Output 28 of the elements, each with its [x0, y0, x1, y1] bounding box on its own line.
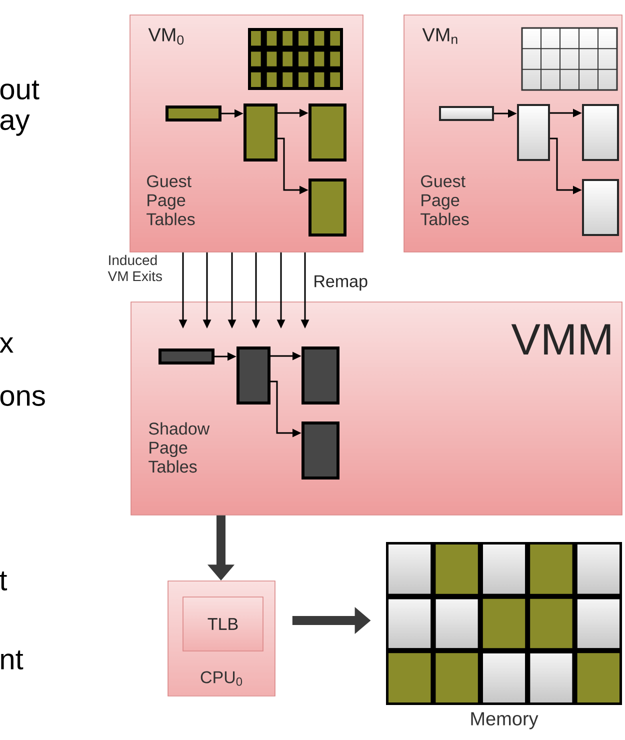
tlb-box: TLB	[182, 596, 264, 652]
text-fragment: ons	[0, 390, 45, 406]
text-fragment: t	[0, 572, 8, 590]
page-table-box	[236, 346, 270, 404]
page-table-box	[166, 106, 222, 122]
page-table-box	[302, 422, 340, 480]
table-caption: Guest Page Tables	[146, 175, 195, 226]
text-fragment: out	[0, 80, 40, 100]
text-fragment: nt	[1, 650, 24, 670]
table-caption: Shadow Page Tables	[148, 422, 210, 473]
page-table-box	[439, 106, 494, 121]
page-table-box	[308, 178, 346, 236]
page-table-box	[582, 104, 619, 161]
page-table-box	[302, 346, 340, 404]
page-table-box	[158, 348, 214, 364]
memory-label: Memory	[471, 712, 538, 730]
panel-title: VM$_{0}$	[148, 28, 184, 45]
panel-title: VMM	[511, 324, 610, 354]
text-fragment: ay	[0, 114, 30, 136]
text-fragment: x	[0, 337, 14, 353]
page-table-box	[244, 104, 278, 162]
table-caption: Guest Page Tables	[420, 175, 469, 226]
page-table-box	[308, 104, 346, 162]
panel-title: VM$_{n}$	[422, 28, 458, 44]
edge-label: Remap	[314, 275, 368, 291]
page-table-box	[582, 179, 619, 236]
page-table-box	[517, 104, 550, 161]
edge-label: Induced VM Exits	[108, 254, 162, 282]
